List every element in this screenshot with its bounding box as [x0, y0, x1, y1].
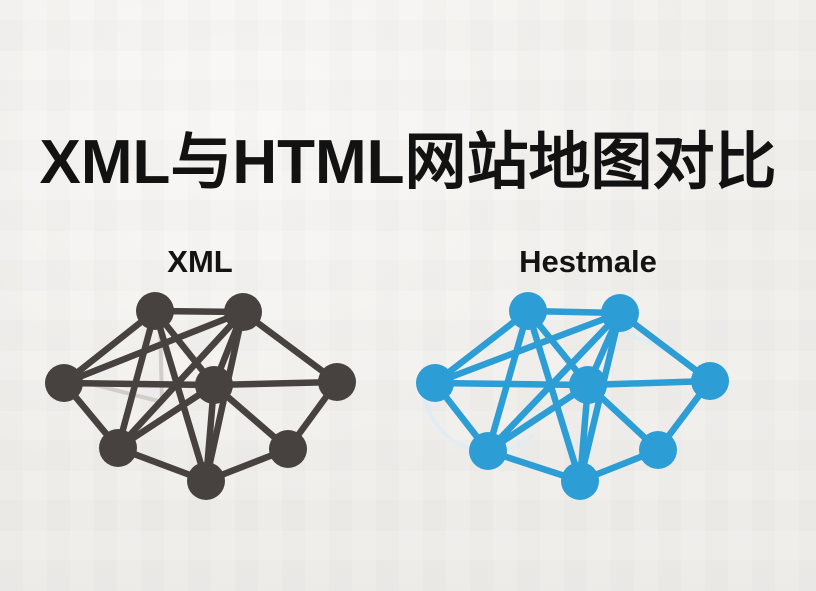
graph-node — [195, 366, 233, 404]
graph-node — [224, 293, 262, 331]
graph-edge — [114, 308, 247, 452]
xml-sitemap-network-diagram — [30, 278, 370, 518]
graph-edge — [60, 379, 218, 389]
graph-node — [691, 362, 729, 400]
graph-node — [469, 432, 507, 470]
graph-edge — [60, 308, 247, 387]
page-title: XML与HTML网站地图对比 — [39, 128, 777, 197]
html-sitemap-network-diagram — [400, 278, 740, 518]
graph-edge — [114, 381, 218, 452]
graph-edge — [210, 378, 341, 389]
graph-node — [45, 364, 83, 402]
html-graph-svg — [416, 292, 729, 500]
graph-edge — [151, 307, 210, 485]
graph-node — [601, 294, 639, 332]
graph-edge — [584, 377, 714, 389]
xml-graph-svg — [45, 292, 356, 500]
graph-node — [187, 462, 225, 500]
graph-node — [561, 462, 599, 500]
xml-graph-label: XML — [167, 244, 233, 279]
graph-node — [639, 431, 677, 469]
graph-node — [269, 430, 307, 468]
graph-node — [509, 292, 547, 330]
graph-edge — [484, 381, 592, 455]
graph-edge — [431, 379, 592, 389]
graph-node — [136, 292, 174, 330]
graph-edge — [60, 307, 159, 387]
graph-node — [416, 364, 454, 402]
graph-node — [99, 429, 137, 467]
graph-edge — [114, 307, 159, 452]
graph-node — [569, 366, 607, 404]
graph-edge — [239, 308, 341, 386]
graph-node — [318, 363, 356, 401]
html-graph-label: Hestmale — [519, 244, 657, 279]
graph-edge — [431, 307, 532, 387]
graph-edge — [431, 309, 624, 387]
graph-edge — [524, 307, 584, 485]
